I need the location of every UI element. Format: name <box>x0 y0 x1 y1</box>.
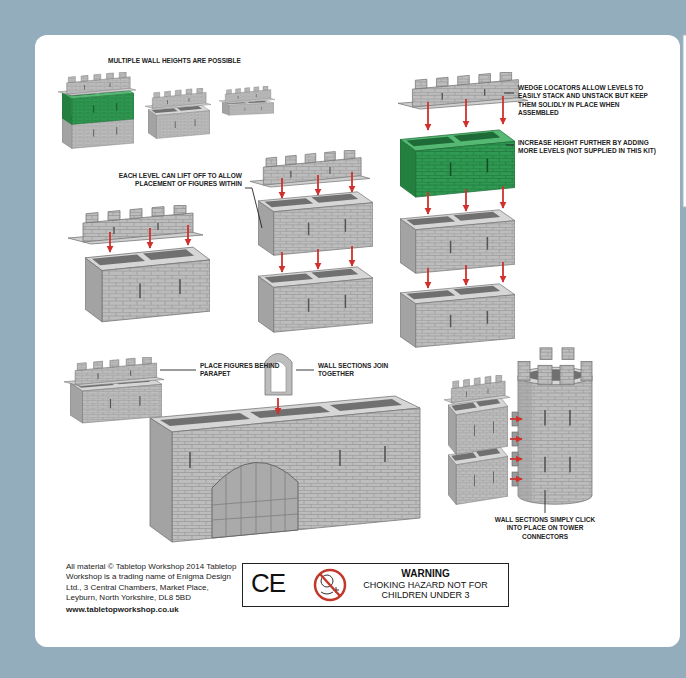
warning-text-column: WARNINGCHOKING HAZARD NOT FOR CHILDREN U… <box>347 568 504 600</box>
callout-label: WALL SECTIONS SIMPLY CLICK INTO PLACE ON… <box>488 516 602 541</box>
callout-label: WEDGE LOCATORS ALLOW LEVELS TO EASILY ST… <box>518 84 660 118</box>
callout-label: WALL SECTIONS JOIN TOGETHER <box>318 362 400 379</box>
warning-box: CE WARNINGCHOKING HAZARD NOT FOR CHILDREN… <box>242 563 509 607</box>
warning-heading: WARNING <box>347 568 504 580</box>
copyright-note: All material © Tabletop Workshop 2014 Ta… <box>66 562 242 604</box>
ce-mark: CE <box>251 570 285 596</box>
callout-label: INCREASE HEIGHT FURTHER BY ADDING MORE L… <box>518 139 660 156</box>
web-address: www.tabletopworkshop.co.uk <box>66 605 242 615</box>
heading-label: MULTIPLE WALL HEIGHTS ARE POSSIBLE <box>108 57 308 65</box>
warning-text: CHOKING HAZARD NOT FOR CHILDREN UNDER 3 <box>347 580 504 601</box>
callout-label: PLACE FIGURES BEHIND PARAPET <box>200 362 282 379</box>
callout-label: EACH LEVEL CAN LIFT OFF TO ALLOW PLACEME… <box>98 172 242 189</box>
